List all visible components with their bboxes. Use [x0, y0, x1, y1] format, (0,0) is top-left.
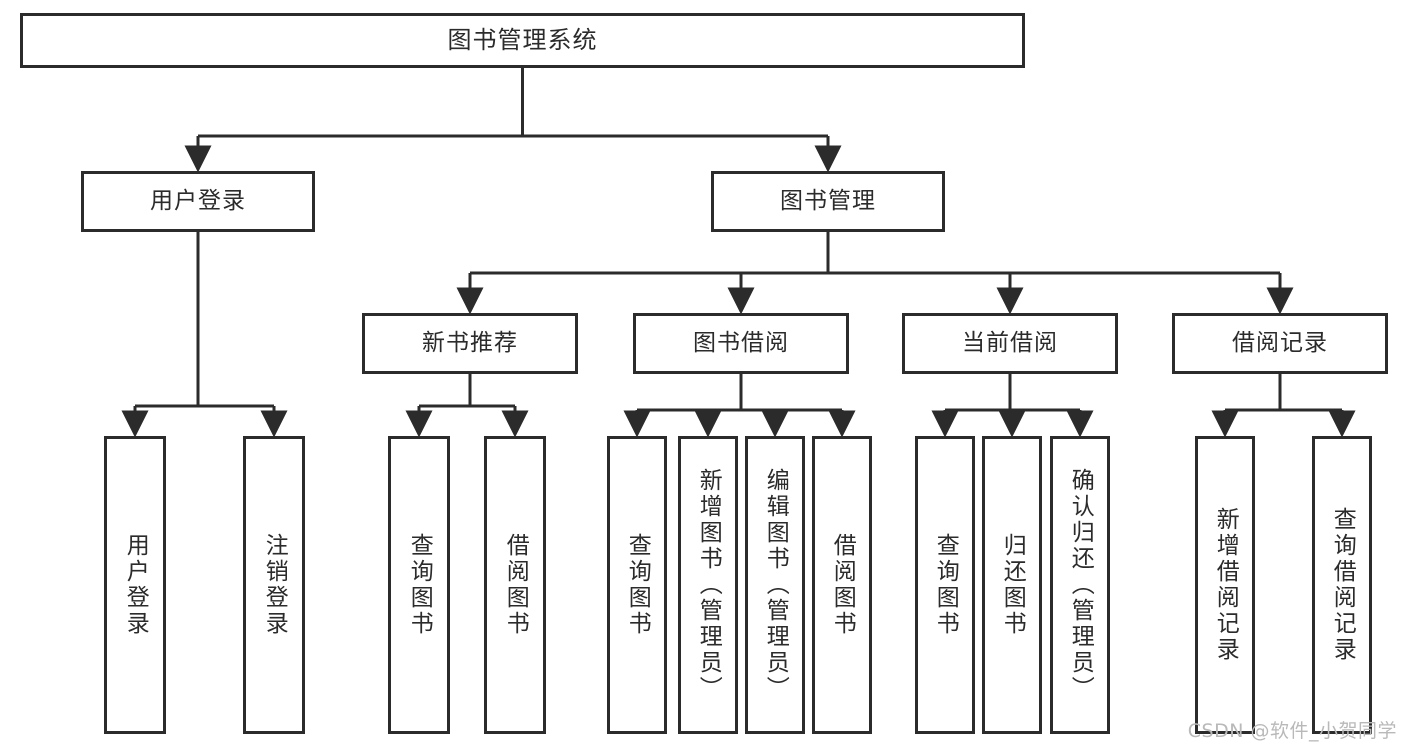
node-login[interactable]: 用户登录 — [81, 171, 315, 232]
node-leaf9[interactable]: 查询图书 — [915, 436, 975, 734]
node-label: 查询图书 — [932, 533, 959, 637]
node-label: 新增借阅记录 — [1212, 507, 1239, 663]
node-leaf12[interactable]: 新增借阅记录 — [1195, 436, 1255, 734]
node-label: 图书管理 — [780, 188, 876, 215]
node-label: 注销登录 — [261, 533, 288, 637]
node-label: 新增图书（管理员） — [695, 468, 722, 702]
node-root[interactable]: 图书管理系统 — [20, 13, 1025, 68]
node-label: 借阅记录 — [1232, 330, 1328, 357]
node-label: 图书管理系统 — [447, 25, 598, 54]
node-leaf1[interactable]: 用户登录 — [104, 436, 166, 734]
node-label: 归还图书 — [999, 533, 1026, 637]
node-borrow[interactable]: 图书借阅 — [633, 313, 849, 374]
node-label: 查询图书 — [406, 533, 433, 637]
node-leaf5[interactable]: 查询图书 — [607, 436, 667, 734]
edge-paths — [121, 68, 1356, 438]
node-leaf2[interactable]: 注销登录 — [243, 436, 305, 734]
node-label: 借阅图书 — [829, 533, 856, 637]
node-leaf4[interactable]: 借阅图书 — [484, 436, 546, 734]
node-leaf3[interactable]: 查询图书 — [388, 436, 450, 734]
node-leaf7[interactable]: 编辑图书（管理员） — [745, 436, 805, 734]
node-records[interactable]: 借阅记录 — [1172, 313, 1388, 374]
node-leaf8[interactable]: 借阅图书 — [812, 436, 872, 734]
node-label: 查询借阅记录 — [1329, 507, 1356, 663]
node-label: 确认归还（管理员） — [1067, 468, 1094, 702]
node-leaf6[interactable]: 新增图书（管理员） — [678, 436, 738, 734]
node-label: 借阅图书 — [502, 533, 529, 637]
node-bookmgmt[interactable]: 图书管理 — [711, 171, 945, 232]
node-label: 图书借阅 — [693, 330, 789, 357]
node-label: 新书推荐 — [422, 330, 518, 357]
node-label: 用户登录 — [150, 188, 246, 215]
node-current[interactable]: 当前借阅 — [902, 313, 1118, 374]
node-newbook[interactable]: 新书推荐 — [362, 313, 578, 374]
node-leaf13[interactable]: 查询借阅记录 — [1312, 436, 1372, 734]
node-label: 用户登录 — [122, 533, 149, 637]
node-label: 编辑图书（管理员） — [762, 468, 789, 702]
node-leaf11[interactable]: 确认归还（管理员） — [1050, 436, 1110, 734]
node-label: 查询图书 — [624, 533, 651, 637]
node-label: 当前借阅 — [962, 330, 1058, 357]
node-leaf10[interactable]: 归还图书 — [982, 436, 1042, 734]
